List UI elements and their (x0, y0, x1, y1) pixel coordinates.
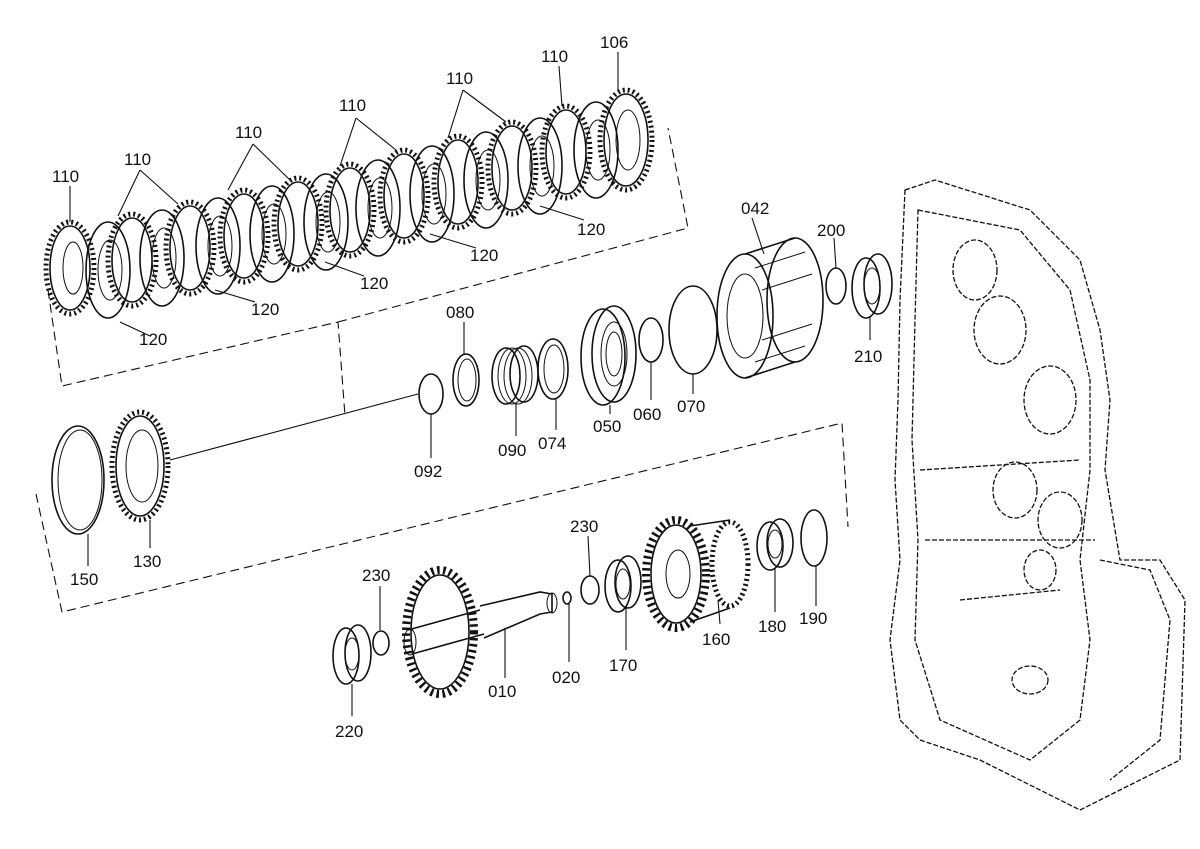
toothed-disc-7 (377, 147, 431, 245)
circlip-230-left (372, 630, 390, 656)
plain-disc-1 (85, 221, 131, 319)
leader-lines (69, 52, 871, 716)
label-110-top-right: 110 (541, 47, 568, 66)
label-230-right: 230 (570, 517, 598, 536)
label-230-left: 230 (362, 566, 390, 585)
ring-150 (51, 425, 105, 535)
label-042: 042 (741, 199, 769, 218)
label-210: 210 (854, 347, 882, 366)
label-170: 170 (609, 656, 637, 675)
bearing-220 (332, 624, 372, 685)
label-160: 160 (702, 630, 730, 649)
toothed-disc-9 (485, 119, 539, 217)
ring-074 (537, 338, 569, 400)
label-110-upper: 110 (446, 69, 473, 88)
bearing-180 (756, 518, 794, 571)
label-150: 150 (70, 570, 98, 589)
seal-070 (668, 285, 718, 375)
group-outline-shaft (35, 422, 849, 613)
toothed-disc-5 (271, 175, 325, 273)
plain-disc-2 (139, 209, 185, 307)
ring-080 (452, 353, 480, 407)
ring-190 (800, 509, 828, 567)
label-120-c: 120 (360, 274, 388, 293)
label-050: 050 (593, 417, 621, 436)
circlip-092 (418, 373, 444, 415)
circlip-230-right (580, 575, 600, 605)
piston-050 (580, 305, 637, 406)
toothed-disc-8 (431, 133, 485, 231)
label-220: 220 (335, 722, 363, 741)
toothed-disc-3 (163, 199, 217, 297)
label-120-e: 120 (577, 220, 605, 239)
gear-160 (642, 516, 751, 632)
label-110-left: 110 (124, 150, 151, 169)
shaft-010 (402, 566, 558, 698)
plain-disc-9 (517, 117, 563, 215)
plain-disc-10 (573, 101, 619, 199)
bearing-170 (604, 555, 642, 613)
label-092: 092 (414, 462, 442, 481)
toothed-disc-2 (105, 211, 159, 309)
part-labels: 106 110 110 110 110 110 110 120 120 120 … (52, 33, 882, 741)
label-110-far-left: 110 (52, 167, 79, 186)
clutch-drum-042 (716, 237, 824, 379)
label-090: 090 (498, 441, 526, 460)
label-074: 074 (538, 434, 566, 453)
bearing-210 (851, 253, 893, 319)
label-120-a: 120 (139, 330, 167, 349)
label-020: 020 (552, 668, 580, 687)
label-106: 106 (600, 33, 628, 52)
label-120-b: 120 (251, 300, 279, 319)
toothed-disc-10 (539, 103, 593, 201)
label-110-mid: 110 (339, 96, 366, 115)
label-070: 070 (677, 397, 705, 416)
label-110-left-mid: 110 (235, 123, 262, 142)
label-080: 080 (446, 303, 474, 322)
transmission-housing (889, 179, 1186, 811)
ring-060 (638, 317, 664, 363)
pin-020 (562, 591, 572, 605)
label-060: 060 (633, 405, 661, 424)
spring-090 (491, 345, 539, 405)
label-200: 200 (817, 221, 845, 240)
plain-disc-6 (355, 159, 401, 257)
label-190: 190 (799, 609, 827, 628)
plain-disc-7 (409, 145, 455, 243)
group-outline-clutch-pack (47, 127, 689, 417)
plain-disc-8 (463, 131, 509, 229)
clutch-disc-stack (43, 87, 655, 319)
label-130: 130 (133, 552, 161, 571)
circlip-200 (825, 267, 847, 305)
label-180: 180 (758, 617, 786, 636)
toothed-disc-4 (217, 187, 271, 285)
disc-130 (109, 409, 171, 523)
label-010: 010 (488, 682, 516, 701)
toothed-disc-1 (43, 219, 97, 317)
end-disc-106 (597, 87, 655, 193)
label-120-d: 120 (470, 246, 498, 265)
toothed-disc-6 (323, 161, 377, 259)
